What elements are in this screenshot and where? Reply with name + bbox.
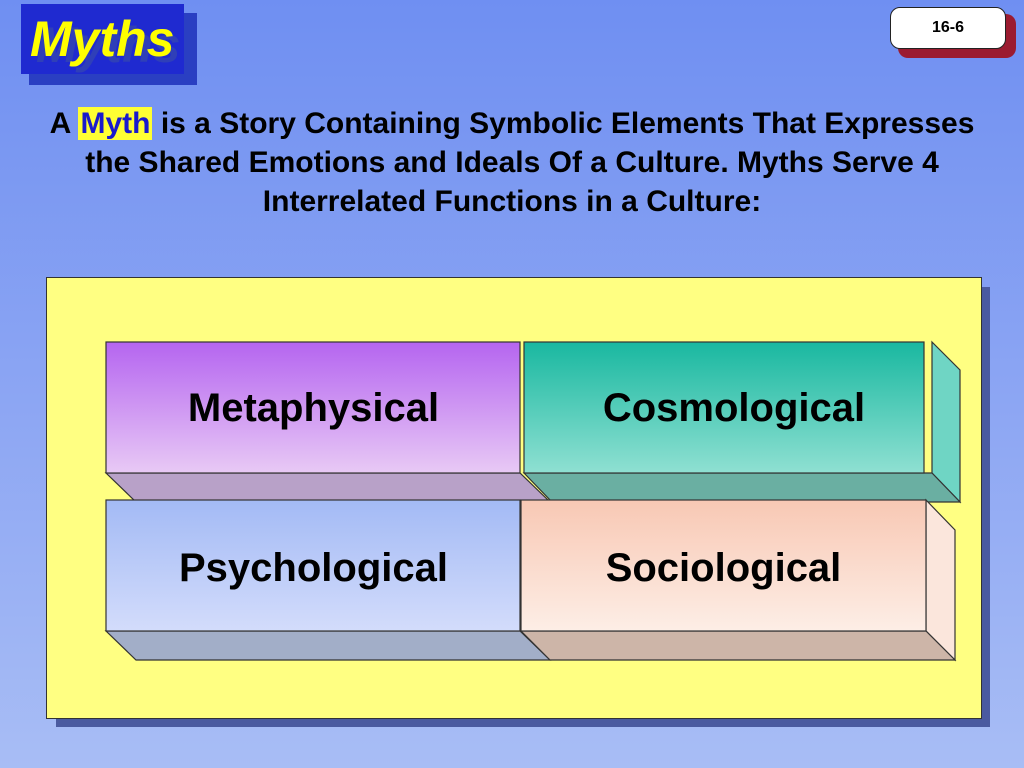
myth-highlight: Myth: [78, 107, 153, 140]
intro-paragraph: A Myth is a Story Containing Symbolic El…: [30, 104, 994, 221]
sociological-box-graphic: [519, 498, 957, 662]
title-badge: [21, 4, 184, 74]
cosmological-box-graphic: [522, 340, 962, 504]
sociological-label: Sociological: [605, 546, 842, 590]
cosmological-label: Cosmological: [602, 386, 866, 430]
psychological-label: Psychological: [179, 546, 448, 590]
intro-rest: is a Story Containing Symbolic Elements …: [85, 107, 975, 218]
slide-title: Myths: [30, 11, 175, 67]
metaphysical-box-graphic: [104, 341, 552, 503]
psychological-box-graphic: [104, 499, 552, 661]
metaphysical-label: Metaphysical: [187, 386, 440, 430]
slide-number: 16-6: [890, 7, 1006, 49]
title-echo-text: Myths: [36, 17, 181, 73]
intro-prefix: A: [49, 107, 79, 140]
